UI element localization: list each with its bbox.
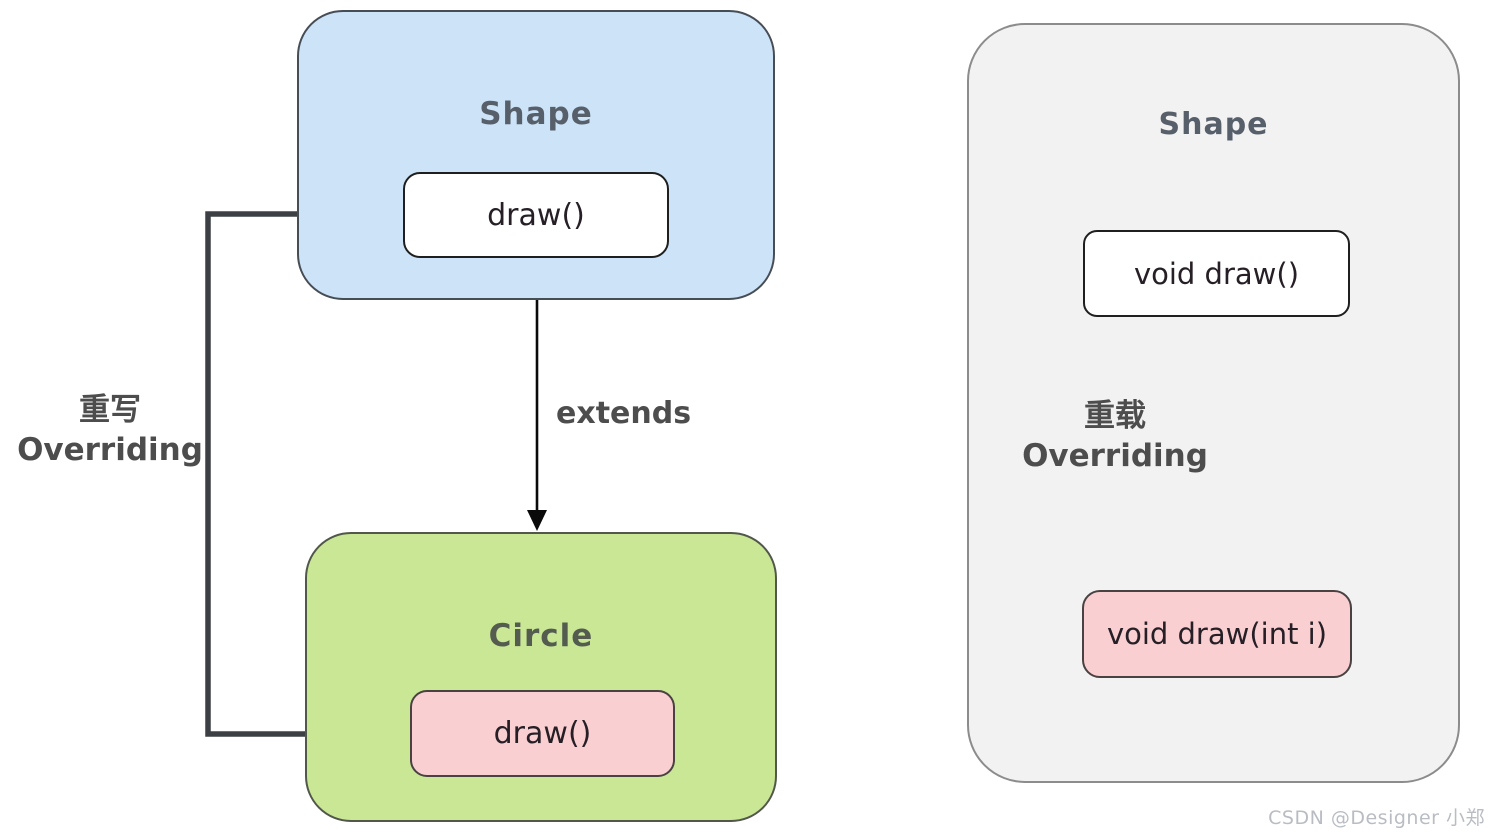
overload-method-variant-label: void draw(int i) bbox=[1106, 617, 1328, 651]
child-method-box: draw() bbox=[410, 690, 675, 777]
extends-arrowhead-icon bbox=[527, 510, 547, 531]
overload-method-base-label: void draw() bbox=[1133, 256, 1300, 291]
overload-label-en: Overriding bbox=[1022, 438, 1208, 475]
watermark-text: CSDN @Designer 小郑 bbox=[1268, 807, 1485, 829]
extends-label: extends bbox=[556, 396, 692, 431]
overload-method-base-box: void draw() bbox=[1083, 230, 1350, 317]
child-method-label: draw() bbox=[493, 716, 592, 751]
overriding-label-en: Overriding bbox=[17, 432, 203, 469]
overload-label-zh: 重载 bbox=[1084, 398, 1146, 434]
overload-relation-label: 重载 Overriding bbox=[1020, 396, 1210, 477]
parent-class-title: Shape bbox=[479, 96, 593, 132]
overload-class-title: Shape bbox=[1158, 107, 1269, 142]
parent-method-box: draw() bbox=[403, 172, 669, 258]
overload-method-variant-box: void draw(int i) bbox=[1082, 590, 1352, 678]
overriding-relation-label: 重写 Overriding bbox=[15, 390, 205, 471]
parent-method-label: draw() bbox=[487, 197, 585, 233]
child-class-box-circle: Circle bbox=[305, 532, 777, 822]
child-class-title: Circle bbox=[488, 618, 594, 654]
overriding-label-zh: 重写 bbox=[79, 392, 141, 428]
